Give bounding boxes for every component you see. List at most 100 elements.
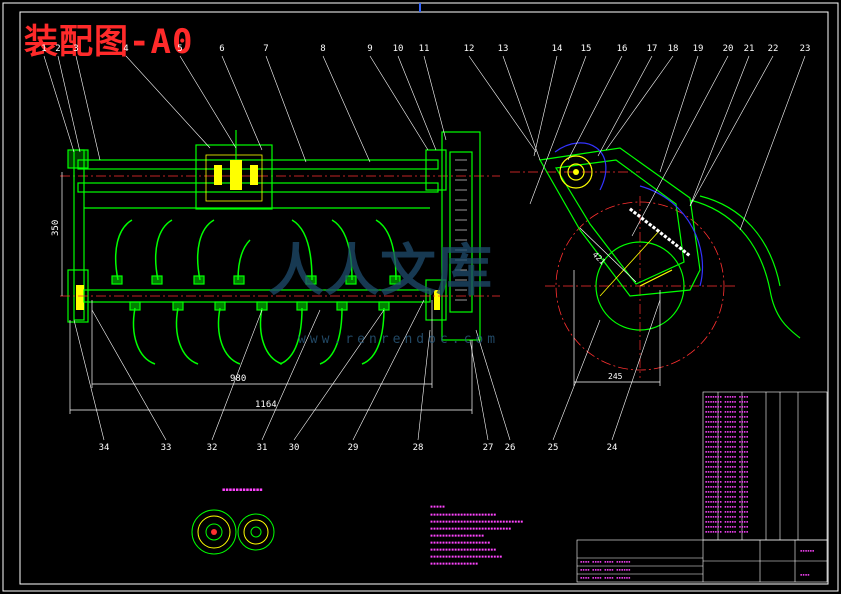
balloon-balloons_bottom-6: 28 (412, 443, 424, 453)
balloon-balloons_top-1: 2 (55, 44, 61, 54)
balloon-balloons_bottom-3: 31 (256, 443, 268, 453)
svg-text:▪▪▪▪▪▪▪ ▪▪▪▪▪ ▪▪▪▪: ▪▪▪▪▪▪▪ ▪▪▪▪▪ ▪▪▪▪ (705, 484, 748, 489)
svg-text:▪▪▪▪▪▪▪ ▪▪▪▪▪ ▪▪▪▪: ▪▪▪▪▪▪▪ ▪▪▪▪▪ ▪▪▪▪ (705, 479, 748, 484)
blade-hubs (111, 275, 401, 311)
svg-text:▪▪▪▪▪▪▪ ▪▪▪▪▪ ▪▪▪▪: ▪▪▪▪▪▪▪ ▪▪▪▪▪ ▪▪▪▪ (705, 414, 748, 419)
dim-height: 350 (51, 220, 61, 236)
svg-text:▪▪▪▪▪▪▪ ▪▪▪▪▪ ▪▪▪▪: ▪▪▪▪▪▪▪ ▪▪▪▪▪ ▪▪▪▪ (705, 404, 748, 409)
svg-text:▪▪▪▪▪▪: ▪▪▪▪▪▪ (800, 548, 814, 553)
balloon-balloons_top-17: 18 (667, 44, 679, 54)
svg-text:▪▪▪▪▪▪▪▪▪▪▪▪▪▪▪▪▪▪▪▪▪▪: ▪▪▪▪▪▪▪▪▪▪▪▪▪▪▪▪▪▪▪▪▪▪ (430, 512, 496, 518)
svg-text:▪▪▪▪▪▪▪ ▪▪▪▪▪ ▪▪▪▪: ▪▪▪▪▪▪▪ ▪▪▪▪▪ ▪▪▪▪ (705, 424, 748, 429)
svg-text:▪▪▪▪▪▪▪ ▪▪▪▪▪ ▪▪▪▪: ▪▪▪▪▪▪▪ ▪▪▪▪▪ ▪▪▪▪ (705, 409, 748, 414)
balloon-balloons_bottom-1: 33 (160, 443, 172, 453)
balloon-balloons_bottom-4: 30 (288, 443, 300, 453)
rear-shield (689, 199, 801, 339)
dim-inner-length: 980 (230, 374, 246, 384)
balloon-balloons_top-3: 4 (123, 44, 129, 54)
balloon-balloons_top-12: 13 (497, 44, 509, 54)
balloon-balloons_bottom-9: 25 (547, 443, 559, 453)
svg-text:▪▪▪▪▪▪▪▪▪▪▪▪▪▪▪▪▪▪▪▪▪▪▪▪: ▪▪▪▪▪▪▪▪▪▪▪▪▪▪▪▪▪▪▪▪▪▪▪▪ (430, 554, 502, 560)
balloon-balloons_top-20: 21 (743, 44, 755, 54)
svg-text:▪▪▪▪▪▪▪ ▪▪▪▪▪ ▪▪▪▪: ▪▪▪▪▪▪▪ ▪▪▪▪▪ ▪▪▪▪ (705, 399, 748, 404)
title-block (576, 539, 828, 583)
balloon-balloons_top-4: 5 (177, 44, 183, 54)
lower-blades (132, 307, 385, 365)
svg-text:▪▪▪▪▪▪▪ ▪▪▪▪▪ ▪▪▪▪: ▪▪▪▪▪▪▪ ▪▪▪▪▪ ▪▪▪▪ (705, 439, 748, 444)
balloon-balloons_top-8: 9 (367, 44, 373, 54)
svg-text:▪▪▪▪▪▪▪ ▪▪▪▪▪ ▪▪▪▪: ▪▪▪▪▪▪▪ ▪▪▪▪▪ ▪▪▪▪ (705, 474, 748, 479)
balloon-balloons_top-21: 22 (767, 44, 779, 54)
balloon-balloons_top-18: 19 (692, 44, 704, 54)
svg-text:▪▪▪▪ ▪▪▪▪ ▪▪▪▪ ▪▪▪▪▪▪: ▪▪▪▪ ▪▪▪▪ ▪▪▪▪ ▪▪▪▪▪▪ (580, 559, 631, 564)
balloon-balloons_top-16: 17 (646, 44, 658, 54)
svg-text:▪▪▪▪▪▪▪ ▪▪▪▪▪ ▪▪▪▪: ▪▪▪▪▪▪▪ ▪▪▪▪▪ ▪▪▪▪ (705, 509, 748, 514)
svg-text:▪▪▪▪▪▪▪ ▪▪▪▪▪ ▪▪▪▪: ▪▪▪▪▪▪▪ ▪▪▪▪▪ ▪▪▪▪ (705, 419, 748, 424)
svg-text:▪▪▪▪▪▪▪ ▪▪▪▪▪ ▪▪▪▪: ▪▪▪▪▪▪▪ ▪▪▪▪▪ ▪▪▪▪ (705, 524, 748, 529)
svg-text:▪▪▪▪▪▪▪ ▪▪▪▪▪ ▪▪▪▪: ▪▪▪▪▪▪▪ ▪▪▪▪▪ ▪▪▪▪ (705, 519, 748, 524)
svg-text:▪▪▪▪▪▪▪▪▪▪▪▪▪▪▪▪▪▪▪▪▪▪: ▪▪▪▪▪▪▪▪▪▪▪▪▪▪▪▪▪▪▪▪▪▪ (430, 547, 496, 553)
balloon-balloons_top-6: 7 (263, 44, 269, 54)
right-side-housing (441, 131, 481, 341)
balloon-balloons_top-14: 15 (580, 44, 592, 54)
dim-overall-length: 1164 (255, 400, 277, 410)
balloon-balloons_top-0: 1 (41, 44, 47, 54)
side-view-dimensions (573, 227, 661, 386)
technical-notes: ▪▪▪▪▪ ▪▪▪▪▪▪▪▪▪▪▪▪▪▪▪▪▪▪▪▪▪▪ ▪▪▪▪▪▪▪▪▪▪▪… (430, 504, 523, 567)
balloon-balloons_top-7: 8 (320, 44, 326, 54)
main-arm (539, 147, 701, 297)
svg-text:▪▪▪▪▪▪▪▪▪▪▪▪: ▪▪▪▪▪▪▪▪▪▪▪▪ (222, 487, 263, 493)
balloon-balloons_top-22: 23 (799, 44, 811, 54)
leader-lines (43, 55, 806, 441)
svg-text:▪▪▪▪▪▪▪ ▪▪▪▪▪ ▪▪▪▪: ▪▪▪▪▪▪▪ ▪▪▪▪▪ ▪▪▪▪ (705, 494, 748, 499)
title-block-text: ▪▪▪▪ ▪▪▪▪ ▪▪▪▪ ▪▪▪▪▪▪ ▪▪▪▪ ▪▪▪▪ ▪▪▪▪ ▪▪▪… (580, 548, 814, 580)
balloon-balloons_bottom-10: 24 (606, 443, 618, 453)
svg-text:▪▪▪▪▪▪▪ ▪▪▪▪▪ ▪▪▪▪: ▪▪▪▪▪▪▪ ▪▪▪▪▪ ▪▪▪▪ (705, 514, 748, 519)
svg-text:▪▪▪▪▪▪▪ ▪▪▪▪▪ ▪▪▪▪: ▪▪▪▪▪▪▪ ▪▪▪▪▪ ▪▪▪▪ (705, 459, 748, 464)
sheet-inner-border (19, 11, 829, 585)
dim-side-radius: 421 (591, 250, 608, 267)
svg-text:▪▪▪▪▪▪▪▪▪▪▪▪▪▪▪▪▪▪▪▪▪▪▪▪▪▪▪▪▪▪: ▪▪▪▪▪▪▪▪▪▪▪▪▪▪▪▪▪▪▪▪▪▪▪▪▪▪▪▪▪▪▪ (430, 519, 523, 525)
svg-text:▪▪▪▪▪▪▪▪▪▪▪▪▪▪▪▪: ▪▪▪▪▪▪▪▪▪▪▪▪▪▪▪▪ (430, 561, 478, 567)
svg-text:▪▪▪▪▪▪▪ ▪▪▪▪▪ ▪▪▪▪: ▪▪▪▪▪▪▪ ▪▪▪▪▪ ▪▪▪▪ (705, 464, 748, 469)
section-view: ▪▪▪▪▪▪▪▪▪▪▪▪ (191, 487, 275, 555)
svg-text:▪▪▪▪▪▪▪ ▪▪▪▪▪ ▪▪▪▪: ▪▪▪▪▪▪▪ ▪▪▪▪▪ ▪▪▪▪ (705, 444, 748, 449)
svg-text:▪▪▪▪▪▪▪▪▪▪▪▪▪▪▪▪▪▪▪▪: ▪▪▪▪▪▪▪▪▪▪▪▪▪▪▪▪▪▪▪▪ (430, 540, 490, 546)
rotor-sweep-circle (555, 201, 725, 371)
svg-text:▪▪▪▪: ▪▪▪▪ (800, 572, 810, 577)
svg-text:▪▪▪▪▪▪▪ ▪▪▪▪▪ ▪▪▪▪: ▪▪▪▪▪▪▪ ▪▪▪▪▪ ▪▪▪▪ (705, 429, 748, 434)
balloon-balloons_bottom-0: 34 (98, 443, 110, 453)
side-blue-arc (554, 142, 607, 191)
svg-text:▪▪▪▪▪: ▪▪▪▪▪ (430, 504, 445, 510)
balloon-balloons_top-9: 10 (392, 44, 404, 54)
balloon-balloons_top-19: 20 (722, 44, 734, 54)
parts-list-rows: ▪▪▪▪▪▪▪ ▪▪▪▪▪ ▪▪▪▪▪▪▪▪▪▪▪ ▪▪▪▪▪ ▪▪▪▪ ▪▪▪… (705, 394, 748, 534)
svg-text:▪▪▪▪▪▪▪ ▪▪▪▪▪ ▪▪▪▪: ▪▪▪▪▪▪▪ ▪▪▪▪▪ ▪▪▪▪ (705, 434, 748, 439)
svg-text:▪▪▪▪▪▪▪ ▪▪▪▪▪ ▪▪▪▪: ▪▪▪▪▪▪▪ ▪▪▪▪▪ ▪▪▪▪ (705, 454, 748, 459)
balloon-balloons_bottom-7: 27 (482, 443, 494, 453)
drawing-title: 装配图-A0 (24, 22, 194, 62)
balloon-balloons_top-15: 16 (616, 44, 628, 54)
balloon-balloons_top-13: 14 (551, 44, 563, 54)
svg-text:▪▪▪▪▪▪▪ ▪▪▪▪▪ ▪▪▪▪: ▪▪▪▪▪▪▪ ▪▪▪▪▪ ▪▪▪▪ (705, 499, 748, 504)
dim-side-width: 245 (608, 372, 623, 381)
svg-text:▪▪▪▪▪▪▪▪▪▪▪▪▪▪▪▪▪▪▪▪▪▪▪▪▪▪▪: ▪▪▪▪▪▪▪▪▪▪▪▪▪▪▪▪▪▪▪▪▪▪▪▪▪▪▪ (430, 526, 511, 532)
balloon-balloons_bottom-5: 29 (347, 443, 359, 453)
balloon-balloons_top-5: 6 (219, 44, 225, 54)
watermark-logo: 人人文库 (268, 239, 492, 304)
svg-text:▪▪▪▪▪▪▪▪▪▪▪▪▪▪▪▪▪▪: ▪▪▪▪▪▪▪▪▪▪▪▪▪▪▪▪▪▪ (430, 533, 484, 539)
hitch-hub (559, 155, 593, 189)
front-view-dimensions (61, 172, 473, 414)
balloon-balloons_top-10: 11 (418, 44, 430, 54)
svg-text:▪▪▪▪▪▪▪ ▪▪▪▪▪ ▪▪▪▪: ▪▪▪▪▪▪▪ ▪▪▪▪▪ ▪▪▪▪ (705, 469, 748, 474)
balloon-balloons_bottom-2: 32 (206, 443, 218, 453)
svg-text:▪▪▪▪▪▪▪ ▪▪▪▪▪ ▪▪▪▪: ▪▪▪▪▪▪▪ ▪▪▪▪▪ ▪▪▪▪ (705, 394, 748, 399)
svg-text:▪▪▪▪▪▪▪ ▪▪▪▪▪ ▪▪▪▪: ▪▪▪▪▪▪▪ ▪▪▪▪▪ ▪▪▪▪ (705, 449, 748, 454)
svg-text:▪▪▪▪▪▪▪ ▪▪▪▪▪ ▪▪▪▪: ▪▪▪▪▪▪▪ ▪▪▪▪▪ ▪▪▪▪ (705, 529, 748, 534)
svg-text:▪▪▪▪▪▪▪ ▪▪▪▪▪ ▪▪▪▪: ▪▪▪▪▪▪▪ ▪▪▪▪▪ ▪▪▪▪ (705, 489, 748, 494)
side-view: ▪▪▪▪▪▪▪▪▪▪▪▪▪▪▪▪ (510, 142, 801, 378)
svg-text:▪▪▪▪ ▪▪▪▪ ▪▪▪▪ ▪▪▪▪▪▪: ▪▪▪▪ ▪▪▪▪ ▪▪▪▪ ▪▪▪▪▪▪ (580, 567, 631, 572)
balloon-balloons_bottom-8: 26 (504, 443, 516, 453)
watermark-url: www.renrendoc.com (298, 332, 500, 347)
